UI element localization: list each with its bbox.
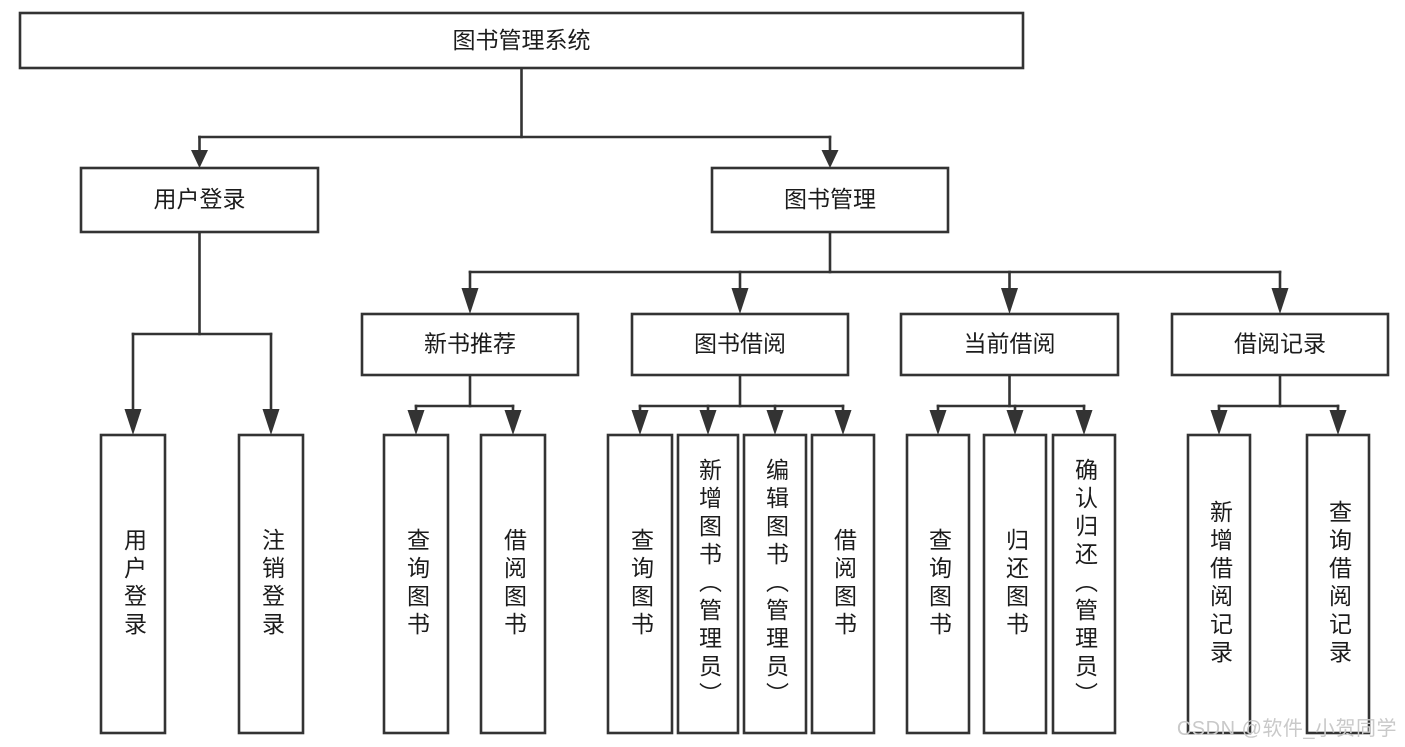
arrow-to-new-book-recommend (461, 288, 479, 314)
root-box[interactable] (18, 11, 1025, 70)
node-borrow-record[interactable]: 借阅记录 (1170, 312, 1390, 377)
current-borrow-label: 当前借阅 (964, 331, 1056, 357)
arrow-to-leaf-query-book-2 (631, 410, 649, 435)
new-book-recommend-box[interactable] (360, 312, 580, 377)
borrow-record-label: 借阅记录 (1234, 331, 1326, 357)
leaf-edit-book-box[interactable] (742, 433, 808, 735)
arrow-to-leaf-return-book (1006, 410, 1024, 435)
arrow-to-leaf-borrow-book-1 (504, 410, 522, 435)
leaf-query-book-2-box[interactable] (606, 433, 674, 735)
arrow-to-book-manage (821, 150, 839, 168)
leaf-add-book-box[interactable] (676, 433, 740, 735)
leaf-query-book-1-box[interactable] (382, 433, 450, 735)
node-user-login[interactable]: 用户登录 (79, 166, 320, 234)
arrow-to-leaf-user-logout (262, 409, 280, 435)
connector-layer (124, 66, 1347, 435)
node-new-book-recommend[interactable]: 新书推荐 (360, 312, 580, 377)
book-manage-label: 图书管理 (784, 186, 876, 212)
arrow-to-borrow-record (1271, 288, 1289, 314)
arrow-to-current-borrow (1001, 288, 1018, 314)
arrow-to-leaf-edit-book (766, 410, 784, 435)
borrow-record-box[interactable] (1170, 312, 1390, 377)
node-book-manage[interactable]: 图书管理 (710, 166, 950, 234)
leaf-return-book-box[interactable] (982, 433, 1048, 735)
arrow-to-leaf-confirm-return (1075, 410, 1093, 435)
node-root[interactable]: 图书管理系统 (18, 11, 1025, 70)
node-current-borrow[interactable]: 当前借阅 (899, 312, 1120, 377)
arrow-to-book-borrow (731, 288, 749, 314)
arrow-to-leaf-query-book-1 (407, 410, 425, 435)
arrow-to-leaf-add-book (699, 410, 717, 435)
node-book-borrow[interactable]: 图书借阅 (630, 312, 850, 377)
arrow-to-leaf-add-record (1210, 410, 1228, 435)
leaf-add-record-box[interactable] (1186, 433, 1252, 735)
book-borrow-box[interactable] (630, 312, 850, 377)
book-manage-box[interactable] (710, 166, 950, 234)
book-borrow-label: 图书借阅 (694, 331, 786, 357)
arrow-to-leaf-query-record (1329, 410, 1347, 435)
new-book-recommend-label: 新书推荐 (424, 331, 516, 357)
leaf-confirm-return-box[interactable] (1051, 433, 1117, 735)
csdn-watermark: CSDN @软件_小贺同学 (1176, 718, 1397, 740)
leaf-query-record-box[interactable] (1305, 433, 1371, 735)
user-login-label: 用户登录 (154, 186, 246, 212)
leaf-borrow-book-2-box[interactable] (810, 433, 876, 735)
arrow-to-leaf-user-login (124, 409, 142, 435)
leaf-user-login-box[interactable] (99, 433, 167, 735)
leaf-borrow-book-1-box[interactable] (479, 433, 547, 735)
arrow-to-user-login (191, 150, 208, 168)
arrow-to-leaf-borrow-book-2 (834, 410, 852, 435)
leaf-user-logout-box[interactable] (237, 433, 305, 735)
current-borrow-box[interactable] (899, 312, 1120, 377)
leaf-query-book-3-box[interactable] (905, 433, 971, 735)
leaf-nodes-layer (99, 433, 1371, 735)
root-label: 图书管理系统 (453, 27, 591, 53)
arrow-to-leaf-query-book-3 (929, 410, 947, 435)
user-login-box[interactable] (79, 166, 320, 234)
